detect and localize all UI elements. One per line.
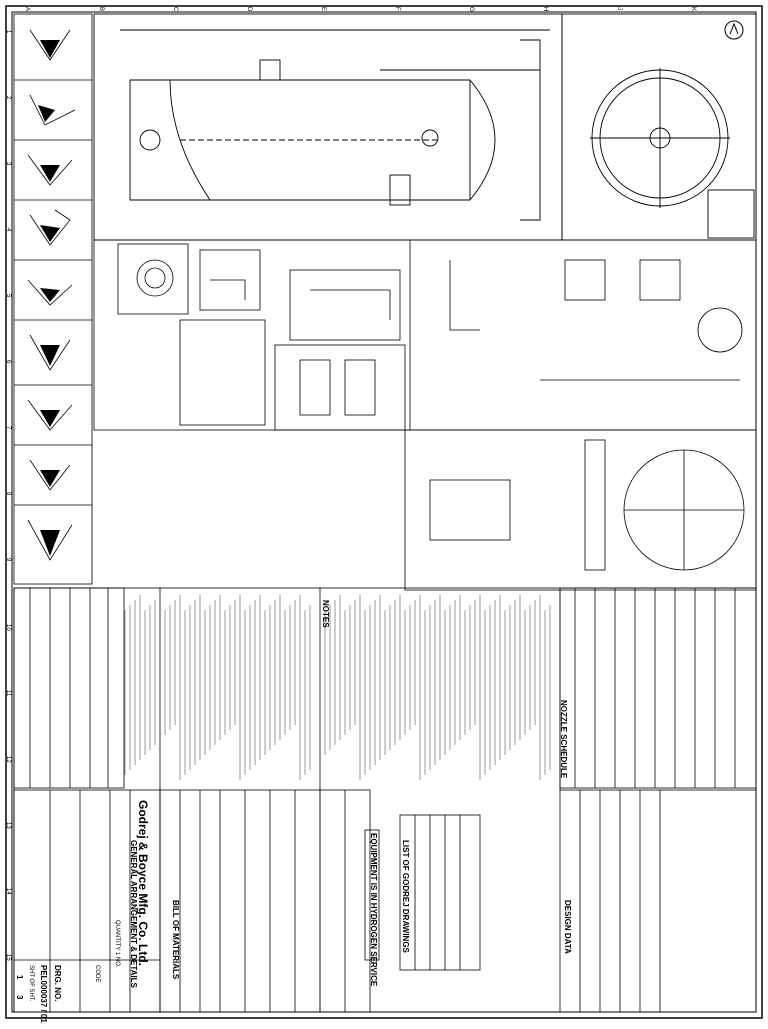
- hydrogen-service-stamp: EQUIPMENT IS IN HYDROGEN SERVICE: [369, 833, 378, 987]
- border-row-label: 12: [5, 756, 11, 763]
- border-row-label: 13: [5, 822, 11, 829]
- north-arrow-icon: [724, 20, 744, 40]
- border-col-label: D: [246, 7, 252, 12]
- sheet-label: SHT OF SHT.: [28, 965, 34, 1002]
- border-row-label: 11: [5, 690, 11, 697]
- middle-details: [93, 239, 757, 431]
- drawing-title: GENERAL ARRANGEMENT & DETAILS: [129, 840, 138, 988]
- sheet-total: 3: [15, 995, 24, 1000]
- weld-detail-column: [13, 13, 93, 585]
- border-col-label: G: [468, 7, 474, 12]
- border-row-label: 10: [5, 624, 11, 631]
- border-row-label: 7: [5, 426, 11, 430]
- border-col-label: C: [172, 7, 178, 12]
- design-data-heading: DESIGN DATA: [563, 900, 572, 954]
- notes-text-lines: [124, 595, 551, 780]
- border-row-label: 8: [5, 492, 11, 496]
- drawing-number-label: DRG. NO.: [53, 965, 62, 1002]
- lower-details: [404, 429, 757, 591]
- quantity: QUANTITY 1 NO.: [114, 920, 120, 968]
- vessel-elevation-view: [93, 13, 563, 241]
- tables-area: [13, 587, 757, 1013]
- border-col-label: B: [98, 7, 104, 12]
- bom-heading: BILL OF MATERIALS: [171, 900, 180, 980]
- border-row-label: 15: [5, 954, 11, 961]
- border-row-label: 1: [5, 30, 11, 34]
- border-col-label: J: [616, 7, 622, 10]
- drawing-number: PEL000037 / 01: [39, 965, 48, 1023]
- border-row-label: 4: [5, 228, 11, 232]
- border-row-label: 3: [5, 162, 11, 166]
- notes-heading: NOTES: [321, 600, 330, 628]
- vessel-plan-view: [561, 13, 757, 241]
- border-row-label: 2: [5, 96, 11, 100]
- code-label: CODE: [94, 965, 100, 983]
- sheet-number: 1: [15, 975, 24, 980]
- weld-hatching: [38, 40, 60, 556]
- border-col-label: E: [320, 7, 326, 12]
- border-row-label: 14: [5, 888, 11, 895]
- border-row-label: 9: [5, 558, 11, 562]
- border-col-label: H: [542, 7, 548, 12]
- border-row-label: 6: [5, 360, 11, 364]
- border-row-label: 5: [5, 294, 11, 298]
- border-col-label: F: [394, 7, 400, 11]
- nozzle-schedule-heading: NOZZLE SCHEDULE: [559, 700, 568, 779]
- border-col-label: K: [690, 7, 696, 12]
- company-name: Godrej & Boyce Mfg. Co. Ltd.: [136, 800, 150, 967]
- border-col-label: A: [24, 7, 30, 12]
- hydrogen-stamp-box: [364, 829, 380, 961]
- ref-drawings-heading: LIST OF GODREJ DRAWINGS: [401, 840, 410, 953]
